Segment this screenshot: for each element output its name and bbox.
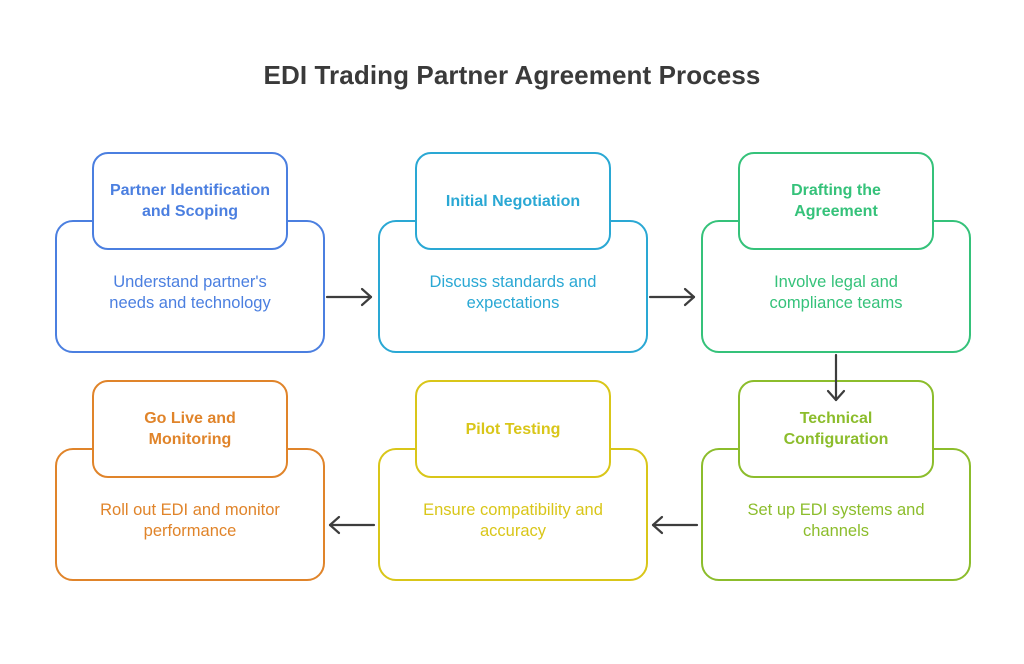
step-description-line: Involve legal and: [774, 273, 898, 291]
step-description-line: expectations: [466, 294, 560, 312]
arrow-right-icon: [325, 287, 373, 307]
step-label: Initial Negotiation: [415, 152, 611, 250]
arrow-right-icon: [648, 287, 696, 307]
step-description-line: Understand partner's: [113, 273, 267, 291]
arrow-left-icon: [651, 515, 699, 535]
step-description: Ensure compatibility and accuracy: [378, 500, 648, 542]
step-label: Pilot Testing: [415, 380, 611, 478]
arrow-left-icon: [328, 515, 376, 535]
step-description-line: Set up EDI systems and: [747, 501, 925, 519]
step-label: Partner Identification and Scoping: [92, 152, 288, 250]
step-go-live-monitoring: Go Live and Monitoring Roll out EDI and …: [55, 380, 325, 585]
step-description: Involve legal and compliance teams: [701, 272, 971, 314]
step-description-line: performance: [143, 522, 237, 540]
step-description: Discuss standards and expectations: [378, 272, 648, 314]
step-label: Technical Configuration: [738, 380, 934, 478]
step-drafting-agreement: Drafting the Agreement Involve legal and…: [701, 152, 971, 357]
step-label: Go Live and Monitoring: [92, 380, 288, 478]
step-description: Set up EDI systems and channels: [701, 500, 971, 542]
page-title: EDI Trading Partner Agreement Process: [263, 60, 761, 90]
step-partner-identification: Partner Identification and Scoping Under…: [55, 152, 325, 357]
step-description-line: Roll out EDI and monitor: [100, 501, 280, 519]
step-description: Understand partner's needs and technolog…: [55, 272, 325, 314]
step-description-line: needs and technology: [109, 294, 271, 312]
step-pilot-testing: Pilot Testing Ensure compatibility and a…: [378, 380, 648, 585]
step-description-line: channels: [802, 522, 870, 540]
step-description-line: Ensure compatibility and: [423, 501, 603, 519]
step-description-line: compliance teams: [769, 294, 903, 312]
step-description-line: accuracy: [479, 522, 547, 540]
step-initial-negotiation: Initial Negotiation Discuss standards an…: [378, 152, 648, 357]
step-technical-configuration: Technical Configuration Set up EDI syste…: [701, 380, 971, 585]
step-label: Drafting the Agreement: [738, 152, 934, 250]
step-description-line: Discuss standards and: [429, 273, 597, 291]
step-description: Roll out EDI and monitor performance: [55, 500, 325, 542]
